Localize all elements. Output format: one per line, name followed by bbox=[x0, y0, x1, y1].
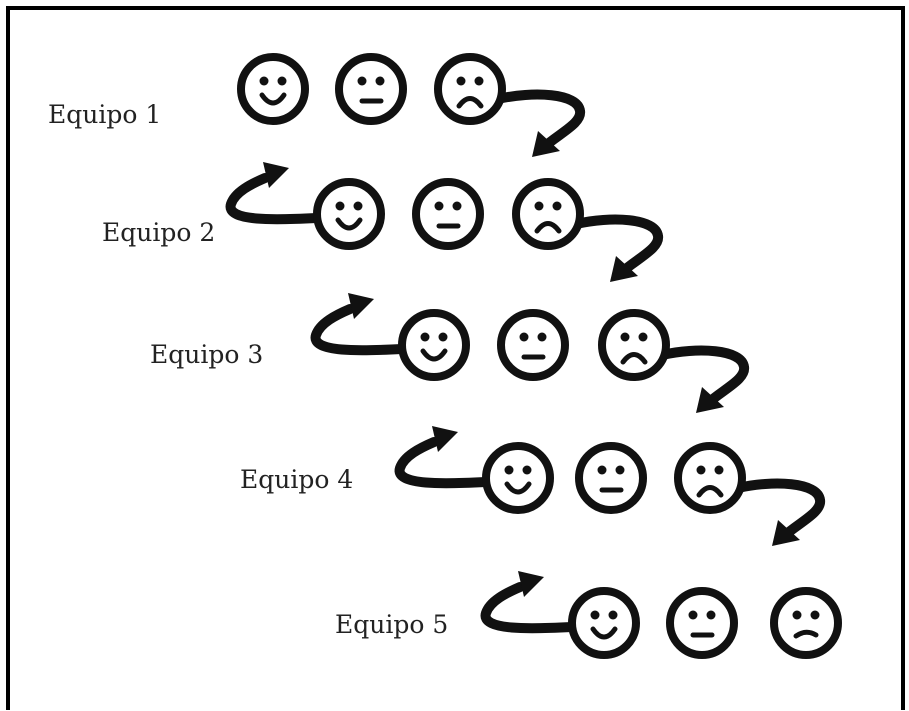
team-1-arrow-out-icon bbox=[493, 89, 585, 157]
team-1-row bbox=[237, 53, 585, 157]
sad-face-icon bbox=[598, 309, 670, 381]
happy-face-icon bbox=[237, 53, 309, 125]
happy-face-icon bbox=[313, 178, 385, 250]
team-2-label: Equipo 2 bbox=[102, 218, 216, 247]
team-2-arrow-in-icon bbox=[225, 162, 322, 225]
team-3-arrow-out-icon bbox=[657, 345, 749, 413]
team-2-row bbox=[225, 162, 663, 282]
team-4-row bbox=[394, 426, 825, 546]
team-4-arrow-in-icon bbox=[394, 426, 491, 489]
team-5-arrow-in-icon bbox=[480, 571, 577, 634]
team-3-arrow-in-icon bbox=[310, 293, 407, 356]
neutral-face-icon bbox=[412, 178, 484, 250]
team-4-label: Equipo 4 bbox=[240, 465, 354, 494]
team-3-label: Equipo 3 bbox=[150, 340, 264, 369]
neutral-face-icon bbox=[497, 309, 569, 381]
slightly-sad-face-icon bbox=[770, 587, 842, 659]
neutral-face-icon bbox=[666, 587, 738, 659]
neutral-face-icon bbox=[335, 53, 407, 125]
team-2-arrow-out-icon bbox=[571, 214, 663, 282]
team-4-arrow-out-icon bbox=[733, 478, 825, 546]
happy-face-icon bbox=[568, 587, 640, 659]
team-5-label: Equipo 5 bbox=[335, 610, 449, 639]
neutral-face-icon bbox=[575, 442, 647, 514]
sad-face-icon bbox=[674, 442, 746, 514]
sad-face-icon bbox=[512, 178, 584, 250]
sad-face-icon bbox=[434, 53, 506, 125]
team-3-row bbox=[310, 293, 749, 413]
team-1-label: Equipo 1 bbox=[48, 100, 162, 129]
happy-face-icon bbox=[398, 309, 470, 381]
team-5-row bbox=[480, 571, 842, 659]
happy-face-icon bbox=[482, 442, 554, 514]
